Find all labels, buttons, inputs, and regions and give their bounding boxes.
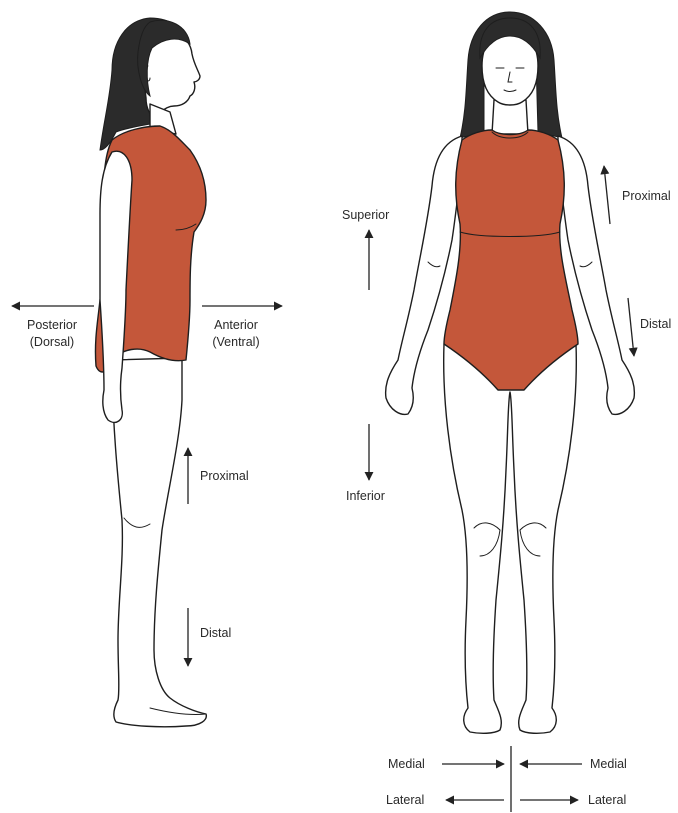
side-distal-label: Distal [200, 626, 231, 640]
anterior-sub-label: (Ventral) [212, 335, 259, 349]
front-distal-label: Distal [640, 317, 671, 331]
posterior-label: Posterior [27, 318, 77, 332]
front-view-figure [386, 12, 635, 733]
medial-left-label: Medial [388, 757, 425, 771]
front-proximal-label: Proximal [622, 189, 671, 203]
superior-label: Superior [342, 208, 389, 222]
front-proximal-arrow [604, 166, 610, 224]
side-proximal-label: Proximal [200, 469, 249, 483]
front-legs [444, 344, 577, 733]
lateral-right-label: Lateral [588, 793, 626, 807]
side-legs [112, 358, 206, 727]
medial-right-label: Medial [590, 757, 627, 771]
side-view-figure [95, 18, 206, 727]
anterior-label: Anterior [214, 318, 258, 332]
front-bodysuit [444, 130, 578, 390]
posterior-sub-label: (Dorsal) [30, 335, 74, 349]
front-distal-arrow [628, 298, 634, 356]
lateral-left-label: Lateral [386, 793, 424, 807]
inferior-label: Inferior [346, 489, 385, 503]
